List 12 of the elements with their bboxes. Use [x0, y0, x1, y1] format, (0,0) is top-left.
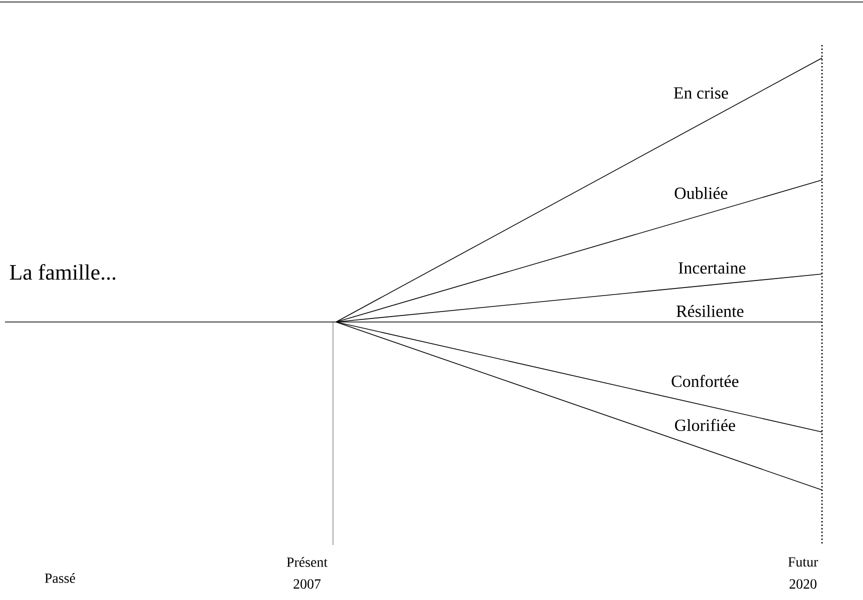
scenario-label: Résiliente — [676, 305, 744, 317]
scenario-label: En crise — [674, 87, 728, 99]
time-label: Futur — [788, 557, 818, 567]
scenario-label: Incertaine — [678, 262, 746, 274]
time-label: Passé — [44, 573, 76, 583]
scenario-label: Oubliée — [674, 187, 728, 199]
title-text: La famille... — [10, 264, 116, 280]
year-label: 2007 — [294, 579, 321, 589]
time-label: Présent — [286, 557, 328, 567]
scenario-label: Confortée — [672, 374, 738, 388]
year-label: 2020 — [790, 579, 816, 589]
scenario-label: Glorifiée — [675, 418, 736, 432]
